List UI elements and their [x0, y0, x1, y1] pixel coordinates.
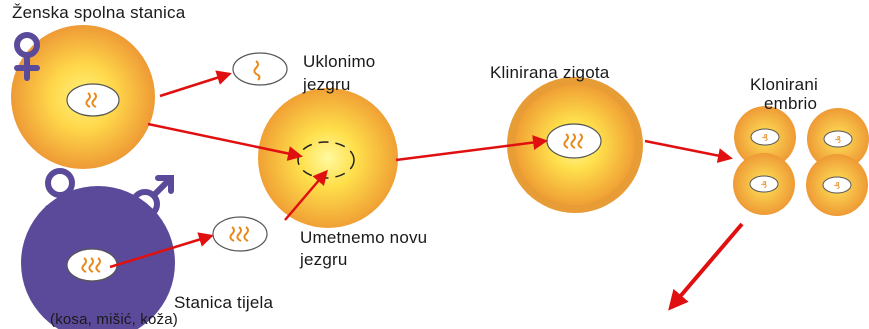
svg-text:₰: ₰	[761, 180, 767, 191]
removed-nucleus	[232, 52, 288, 86]
body-cell-label: Stanica tijela	[174, 293, 274, 312]
svg-text:₰: ₰	[762, 133, 768, 144]
remove-nucleus-label-line1: Uklonimo	[303, 52, 376, 71]
arrow-egg-to-enucleated	[147, 122, 303, 161]
cloned-embryo-cells: ₰ ₰ ₰ ₰	[733, 106, 869, 216]
arrow-to-zygote	[395, 135, 548, 162]
embryo-cell: ₰	[807, 108, 869, 170]
cloned-embryo-label-line1: Klonirani	[750, 75, 818, 94]
cloned-zygote-cell	[507, 77, 643, 213]
cloned-zygote-label: Klinirana zigota	[490, 63, 610, 82]
insert-nucleus-label-line1: Umetnemo novu	[300, 228, 428, 247]
female-symbol-icon	[45, 168, 75, 221]
female-symbol-icon	[14, 32, 40, 81]
female-cell-label: Ženska spolna stanica	[12, 3, 186, 22]
remove-nucleus-label-line2: jezgru	[303, 75, 351, 94]
body-cell-examples-label: (kosa, mišić, koža)	[50, 311, 178, 328]
arrow-remove-nucleus	[159, 70, 232, 98]
arrow-to-embryo	[644, 139, 733, 164]
cloned-embryo-label-line2: embrio	[764, 94, 818, 113]
arrow-insert-nucleus	[284, 169, 328, 221]
female-egg-cell	[11, 25, 155, 169]
male-symbol-icon	[130, 175, 174, 219]
embryo-cell: ₰	[806, 154, 868, 216]
new-nucleus	[212, 216, 268, 252]
insert-nucleus-label-line2: jezgru	[300, 250, 348, 269]
embryo-cell: ₰	[733, 153, 795, 215]
embryo-cell: ₰	[734, 106, 796, 168]
svg-text:₰: ₰	[834, 181, 840, 192]
enucleated-egg-cell	[258, 88, 398, 228]
svg-text:₰: ₰	[835, 135, 841, 146]
arrow-body-to-new-nucleus	[109, 232, 214, 269]
arrow-downward	[668, 222, 744, 311]
body-cell	[21, 186, 175, 329]
